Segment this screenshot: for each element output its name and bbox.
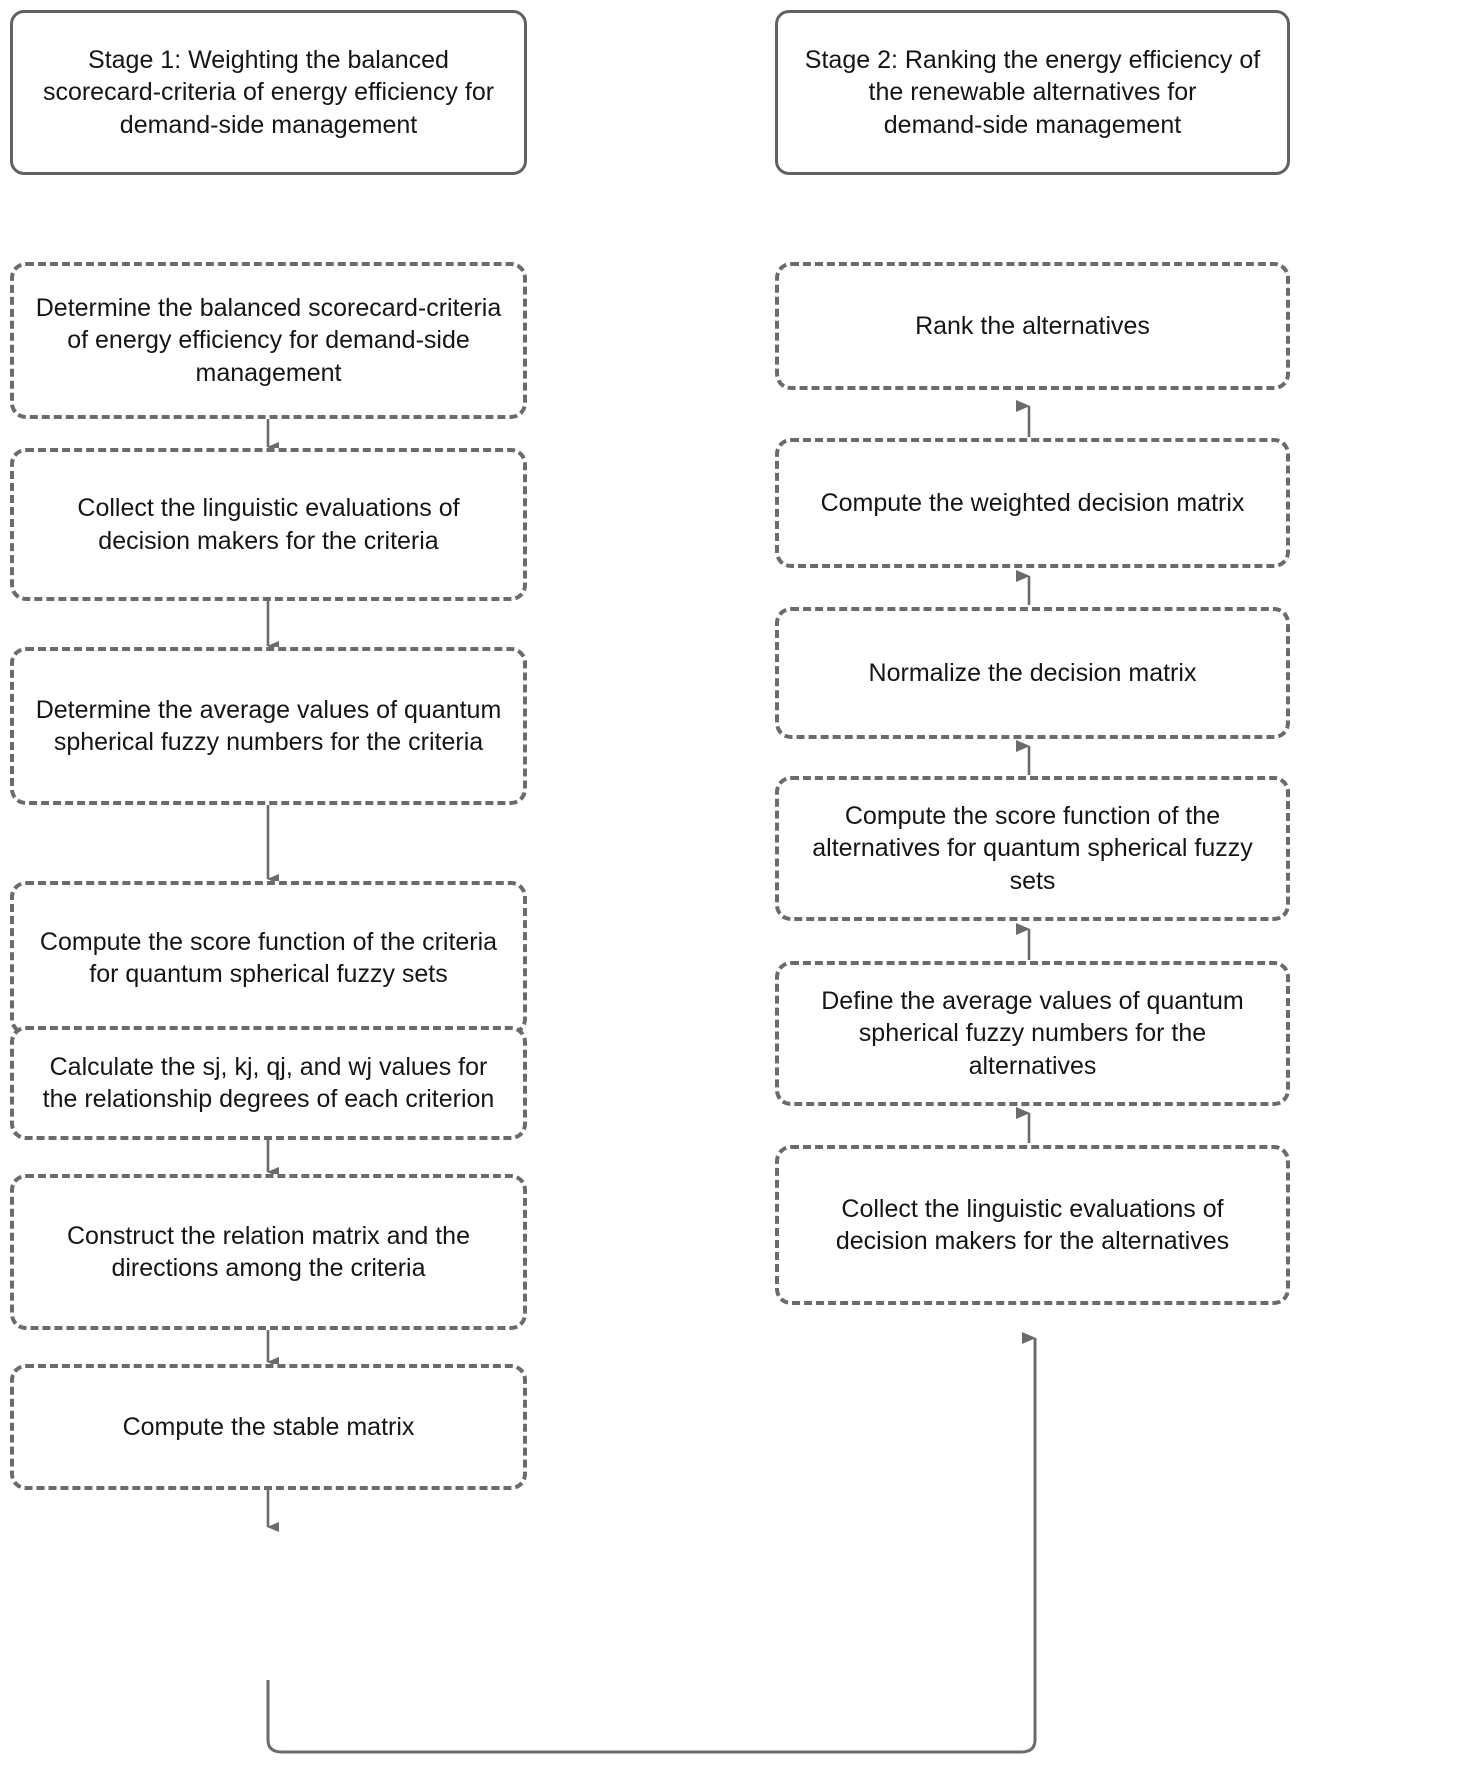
stage1-step-4-label: Compute the score function of the criter… (39, 927, 498, 989)
stage1-step-6[interactable]: Construct the relation matrix and the di… (10, 1174, 527, 1330)
stage2-step-score-function-label: Compute the score function of the altern… (812, 801, 1253, 895)
stage2-step-weighted-matrix[interactable]: Compute the weighted decision matrix (775, 438, 1290, 568)
stage2-step-normalize-label: Normalize the decision matrix (868, 658, 1197, 687)
stage2-step-weighted-matrix-label: Compute the weighted decision matrix (820, 488, 1245, 517)
stage1-step-6-label: Construct the relation matrix and the di… (67, 1221, 470, 1283)
stage2-step-normalize[interactable]: Normalize the decision matrix (775, 607, 1290, 739)
stage2-step-collect-evaluations[interactable]: Collect the linguistic evaluations of de… (775, 1145, 1290, 1305)
stage1-step-4[interactable]: Compute the score function of the criter… (10, 881, 527, 1035)
stage1-step-3[interactable]: Determine the average values of quantum … (10, 647, 527, 805)
stage2-header-label: Stage 2: Ranking the energy efficiency o… (804, 45, 1261, 139)
stage1-step-3-label: Determine the average values of quantum … (35, 695, 502, 757)
stage2-header: Stage 2: Ranking the energy efficiency o… (775, 10, 1290, 175)
stage1-step-5[interactable]: Calculate the sj, kj, qj, and wj values … (10, 1026, 527, 1140)
stage1-step-2[interactable]: Collect the linguistic evaluations of de… (10, 448, 527, 601)
stage2-step-rank-label: Rank the alternatives (915, 311, 1150, 340)
stage2-step-average-values[interactable]: Define the average values of quantum sph… (775, 961, 1290, 1106)
stage1-header-label: Stage 1: Weighting the balanced scorecar… (42, 45, 495, 139)
stage1-step-2-label: Collect the linguistic evaluations of de… (77, 494, 460, 555)
stage1-step-7-label: Compute the stable matrix (122, 1412, 415, 1441)
stage1-step-1-label: Determine the balanced scorecard-criteri… (35, 293, 502, 387)
stage2-step-collect-evaluations-label: Collect the linguistic evaluations of de… (835, 1194, 1230, 1256)
stage1-step-7[interactable]: Compute the stable matrix (10, 1364, 527, 1490)
stage2-step-score-function[interactable]: Compute the score function of the altern… (775, 776, 1290, 921)
stage1-step-5-label: Calculate the sj, kj, qj, and wj values … (42, 1052, 495, 1114)
stage2-step-rank[interactable]: Rank the alternatives (775, 262, 1290, 390)
stage1-header: Stage 1: Weighting the balanced scorecar… (10, 10, 527, 175)
stage1-step-1[interactable]: Determine the balanced scorecard-criteri… (10, 262, 527, 419)
stage2-step-average-values-label: Define the average values of quantum sph… (821, 986, 1244, 1080)
